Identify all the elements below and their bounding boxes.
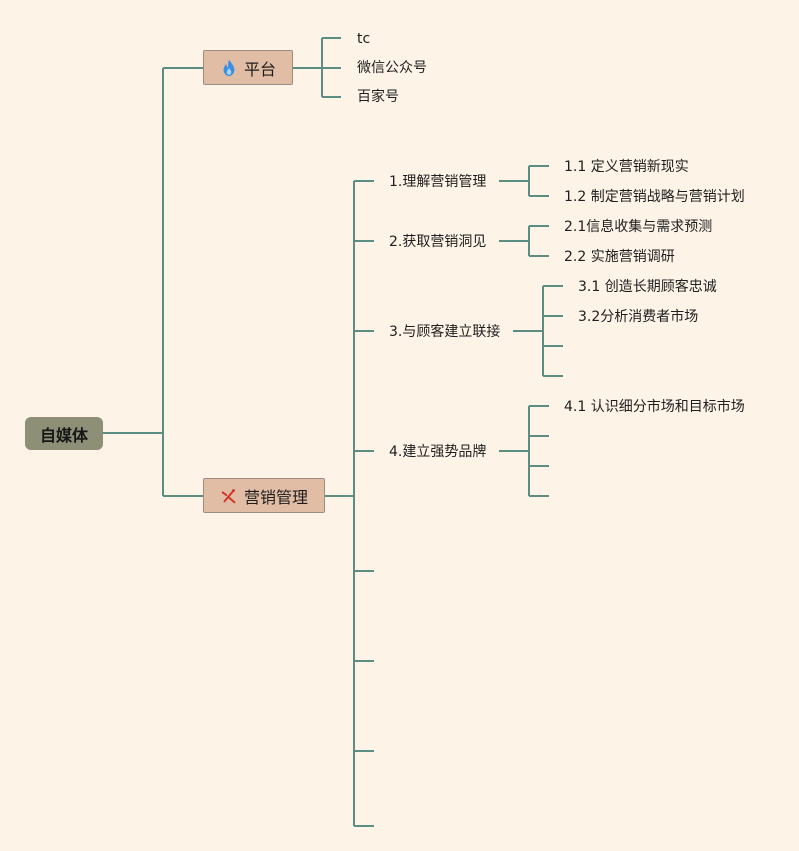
root-label: 自媒体 <box>39 425 88 445</box>
root-node[interactable]: 自媒体 <box>25 417 103 450</box>
platform-item[interactable]: 百家号 <box>357 89 399 105</box>
branch-platform-label: 平台 <box>243 59 276 79</box>
topic-node[interactable]: 3.与顾客建立联接 <box>389 324 501 340</box>
subtopic-node[interactable]: 2.2 实施营销调研 <box>564 249 675 265</box>
subtopic-node[interactable]: 4.1 认识细分市场和目标市场 <box>564 399 745 415</box>
tools-icon <box>221 488 236 503</box>
subtopic-node[interactable]: 1.1 定义营销新现实 <box>564 159 689 175</box>
branch-marketing[interactable]: 营销管理 <box>203 478 325 513</box>
platform-item[interactable]: tc <box>357 31 371 47</box>
topic-node[interactable]: 1.理解营销管理 <box>389 174 487 190</box>
fire-icon <box>223 59 235 76</box>
subtopic-node[interactable]: 3.2分析消费者市场 <box>578 309 699 325</box>
topic-node[interactable]: 2.获取营销洞见 <box>389 234 487 250</box>
branch-platform[interactable]: 平台 <box>203 50 293 85</box>
subtopic-node[interactable]: 3.1 创造长期顾客忠诚 <box>578 279 717 295</box>
platform-item[interactable]: 微信公众号 <box>357 60 427 76</box>
branch-marketing-label: 营销管理 <box>243 487 308 507</box>
topic-node[interactable]: 4.建立强势品牌 <box>389 444 487 460</box>
subtopic-node[interactable]: 1.2 制定营销战略与营销计划 <box>564 189 745 205</box>
subtopic-node[interactable]: 2.1信息收集与需求预测 <box>564 219 713 235</box>
